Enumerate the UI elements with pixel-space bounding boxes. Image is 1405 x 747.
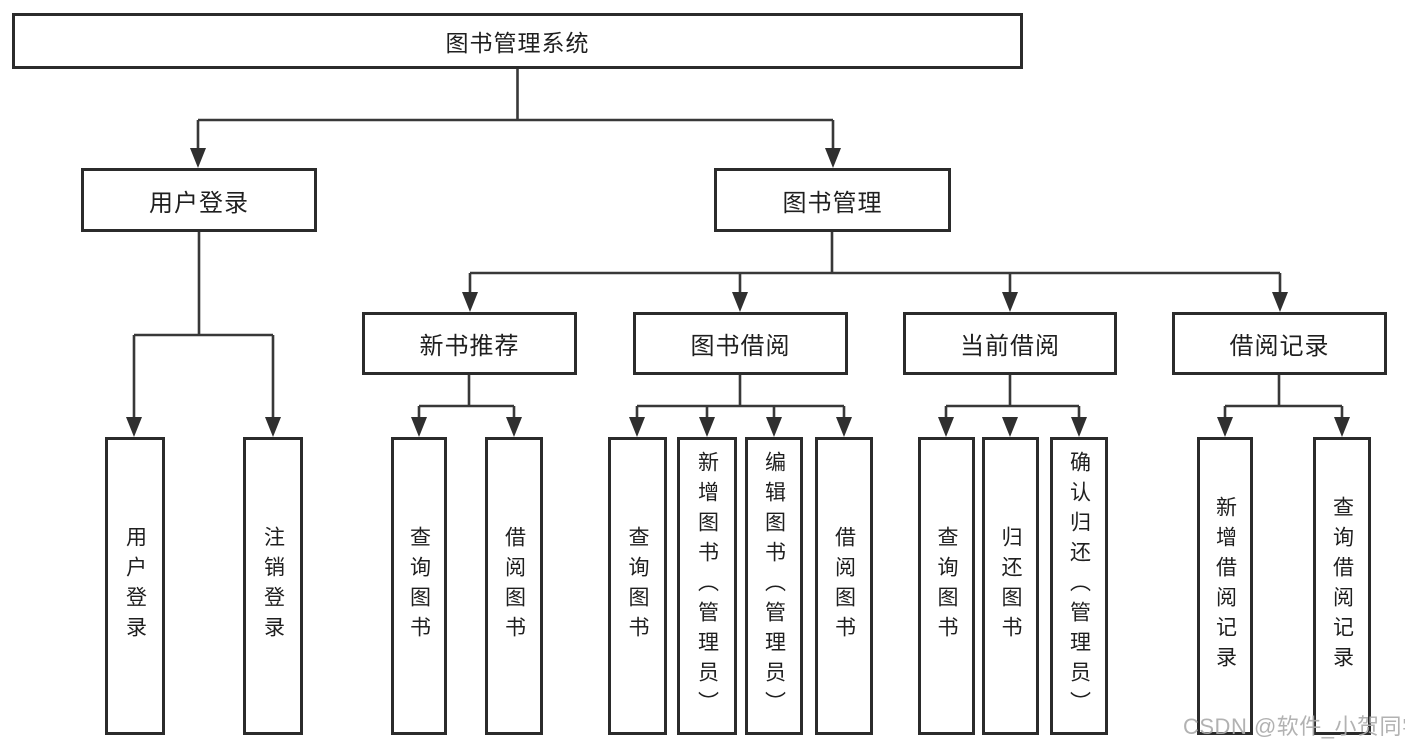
arrow-to-book-borrow [732, 292, 748, 312]
arrow-to-br-query [1334, 417, 1350, 437]
node-current-borrow-label: 当前借阅 [960, 333, 1060, 360]
arrow-to-current-borrow [1002, 292, 1018, 312]
node-root: 图书管理系统 [12, 13, 1023, 69]
connector-current-borrow-branch [944, 375, 1081, 421]
arrow-to-user-login [190, 148, 206, 168]
leaf-nr-borrow-book-label: 借阅图书 [502, 526, 526, 646]
leaf-br-query-record: 查询借阅记录 [1313, 437, 1371, 735]
node-borrow-record-label: 借阅记录 [1229, 333, 1330, 360]
arrow-to-nr-query [411, 417, 427, 437]
leaf-br-query-record-label: 查询借阅记录 [1330, 496, 1354, 676]
node-user-login-label: 用户登录 [149, 189, 249, 217]
leaf-nr-borrow-book: 借阅图书 [485, 437, 543, 735]
leaf-bb-query-book: 查询图书 [608, 437, 667, 735]
arrow-to-nr-borrow [506, 417, 522, 437]
leaf-cb-confirm-return: 确认归还（管理员） [1050, 437, 1108, 735]
arrow-to-br-add [1217, 417, 1233, 437]
node-user-login: 用户登录 [81, 168, 317, 232]
leaf-nr-query-book: 查询图书 [391, 437, 447, 735]
arrow-to-ul-user-login [126, 417, 142, 437]
node-borrow-record: 借阅记录 [1172, 312, 1387, 375]
arrowheads [126, 148, 1350, 437]
leaf-cb-query-book: 查询图书 [918, 437, 975, 735]
leaf-bb-edit-book-label: 编辑图书（管理员） [762, 451, 786, 721]
leaf-bb-add-book: 新增图书（管理员） [677, 437, 737, 735]
leaf-br-add-record: 新增借阅记录 [1197, 437, 1253, 735]
leaf-br-add-record-label: 新增借阅记录 [1213, 496, 1237, 676]
node-book-borrow: 图书借阅 [633, 312, 848, 375]
node-new-book-rec: 新书推荐 [362, 312, 577, 375]
arrow-to-bb-add [699, 417, 715, 437]
connector-new-book-rec-branch [417, 375, 516, 421]
connector-user-login-branch [132, 232, 275, 421]
connector-borrow-record-branch [1223, 375, 1344, 421]
node-root-label: 图书管理系统 [445, 30, 590, 56]
arrow-to-bb-borrow [836, 417, 852, 437]
leaf-user-login-label: 用户登录 [123, 526, 147, 646]
leaf-cb-query-book-label: 查询图书 [935, 526, 958, 646]
arrow-to-cb-return [1002, 417, 1018, 437]
node-book-mgmt: 图书管理 [714, 168, 951, 232]
arrow-to-cb-confirm [1071, 417, 1087, 437]
leaf-bb-edit-book: 编辑图书（管理员） [745, 437, 803, 735]
leaf-cb-return-book-label: 归还图书 [999, 526, 1022, 646]
leaf-logout-label: 注销登录 [261, 526, 285, 646]
leaf-bb-borrow-book: 借阅图书 [815, 437, 873, 735]
node-book-borrow-label: 图书借阅 [690, 333, 791, 360]
arrow-to-ul-logout [265, 417, 281, 437]
arrow-to-cb-query [938, 417, 954, 437]
leaf-cb-return-book: 归还图书 [982, 437, 1039, 735]
arrow-to-bb-query [629, 417, 645, 437]
leaf-bb-query-book-label: 查询图书 [626, 526, 649, 646]
node-current-borrow: 当前借阅 [903, 312, 1117, 375]
csdn-watermark: CSDN @软件_小贺同学 [1183, 714, 1405, 739]
leaf-cb-confirm-return-label: 确认归还（管理员） [1067, 451, 1091, 721]
leaf-user-login: 用户登录 [105, 437, 165, 735]
arrow-to-new-book-rec [462, 292, 478, 312]
node-new-book-rec-label: 新书推荐 [419, 333, 520, 360]
leaf-nr-query-book-label: 查询图书 [407, 526, 431, 646]
arrow-to-book-mgmt [825, 148, 841, 168]
arrow-to-borrow-record [1272, 292, 1288, 312]
node-book-mgmt-label: 图书管理 [782, 189, 883, 217]
connector-book-borrow-branch [635, 375, 846, 421]
leaf-bb-borrow-book-label: 借阅图书 [832, 526, 856, 646]
connector-book-mgmt-branch [468, 232, 1282, 296]
leaf-bb-add-book-label: 新增图书（管理员） [695, 451, 719, 721]
leaf-logout: 注销登录 [243, 437, 303, 735]
connector-root-to-level2 [196, 69, 835, 152]
arrow-to-bb-edit [766, 417, 782, 437]
